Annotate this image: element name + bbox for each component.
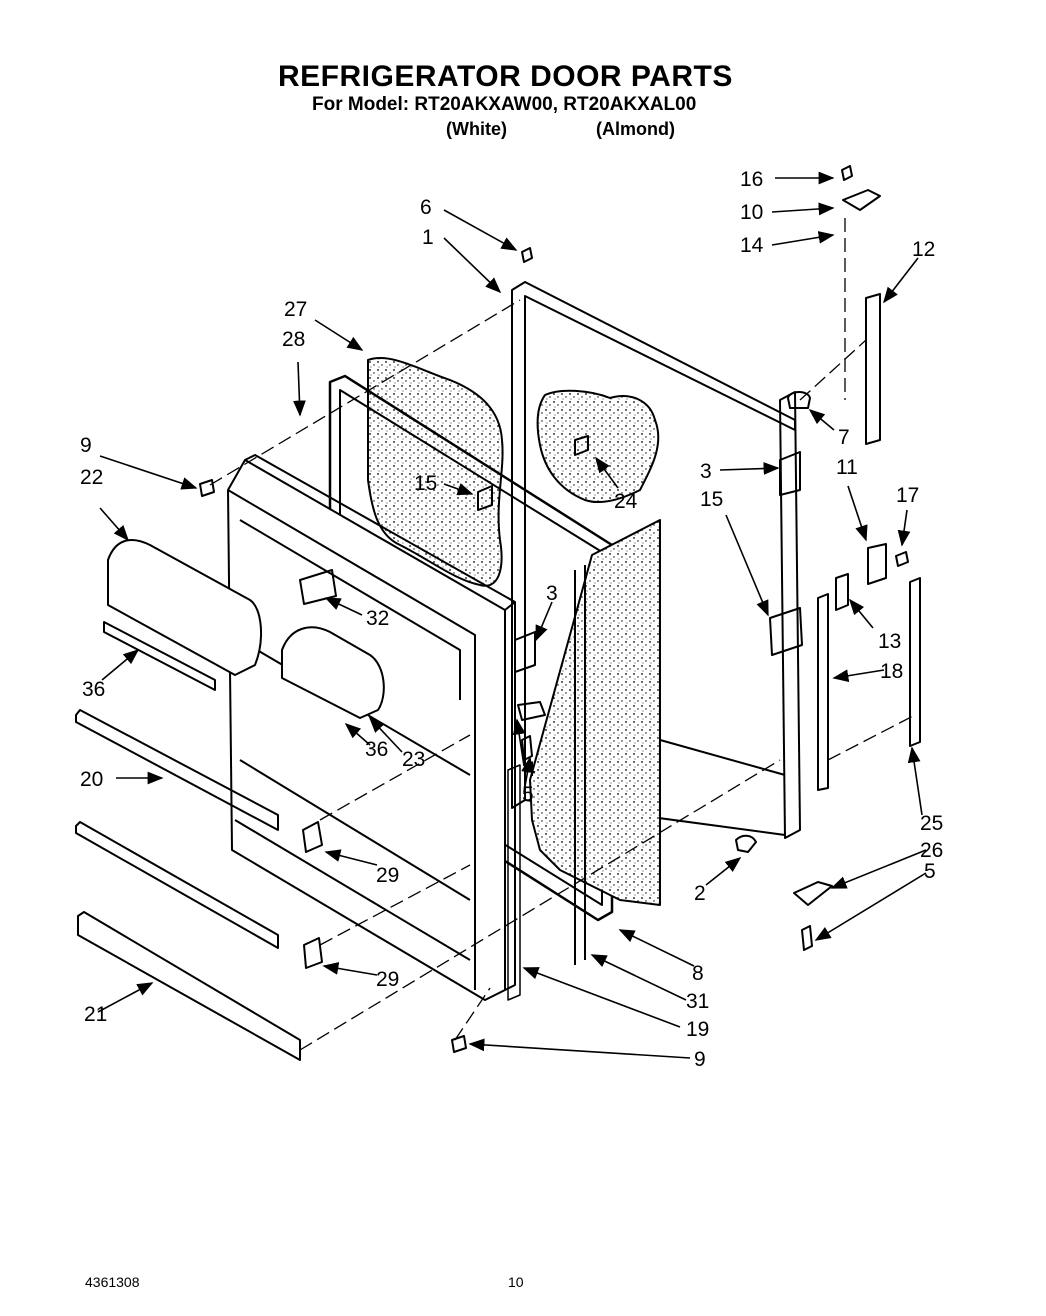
hinge-11 (867, 543, 887, 585)
model-numbers: RT20AKXAW00, RT20AKXAL00 (414, 94, 697, 115)
callout-label: 9 (80, 434, 92, 457)
screw-16 (841, 165, 853, 181)
callout-label: 25 (920, 812, 943, 835)
screw-9-top (199, 479, 215, 497)
callout-label: 14 (740, 234, 764, 257)
callout-label: 31 (686, 990, 709, 1013)
screw-5-right (801, 925, 813, 951)
callout-label: 29 (376, 864, 399, 887)
foam-panel-right (529, 519, 661, 906)
hinge-lower-26 (793, 881, 833, 906)
callout-label: 36 (82, 678, 105, 701)
callout-label: 12 (912, 238, 935, 261)
variant-almond: (Almond) (596, 119, 675, 139)
retainer-32 (299, 569, 337, 605)
callout-label: 28 (282, 328, 305, 351)
model-prefix: For Model: (312, 94, 410, 115)
screw-6 (521, 247, 533, 263)
doc-number: 4361308 (85, 1274, 140, 1290)
screw-5-center (521, 735, 533, 761)
callout-label: 3 (700, 460, 712, 483)
hinge-bar-12 (865, 293, 881, 445)
callout-label: 36 (365, 738, 388, 761)
callout-label: 7 (838, 426, 850, 449)
bracket-4 (517, 701, 546, 721)
callout-label: 21 (84, 1003, 107, 1026)
callout-label: 24 (614, 490, 638, 513)
bracket-3-center (514, 631, 536, 673)
hinge-top-10 (842, 189, 881, 211)
callout-label: 2 (694, 882, 706, 905)
callout-label: 18 (880, 660, 903, 683)
bracket-13 (835, 573, 849, 611)
foot-2 (735, 834, 757, 853)
strip-18 (817, 593, 829, 791)
page-title: REFRIGERATOR DOOR PARTS (278, 60, 733, 93)
callout-label: 5 (522, 783, 534, 806)
door-bin-23 (281, 626, 385, 719)
callout-label: 20 (80, 768, 103, 791)
trim-36 (103, 621, 216, 691)
callout-label: 19 (686, 1018, 709, 1041)
trim-20a (75, 709, 279, 831)
callout-label: 16 (740, 168, 763, 191)
page-number: 10 (508, 1274, 524, 1290)
clip-24 (574, 435, 589, 456)
callout-label: 3 (546, 582, 558, 605)
callout-label: 1 (422, 226, 434, 249)
variant-white: (White) (446, 119, 507, 139)
foam-blob-24 (536, 389, 660, 503)
callout-label: 17 (896, 484, 919, 507)
callout-label: 15 (414, 472, 437, 495)
retainer-29b (303, 937, 323, 969)
door-bin-22 (107, 539, 262, 676)
bracket-3-right (779, 451, 801, 496)
callout-label: 5 (924, 860, 936, 883)
callout-label: 11 (836, 456, 858, 479)
hinge-pin-7 (787, 391, 811, 409)
callout-label: 29 (376, 968, 399, 991)
screw-9-bottom (451, 1035, 467, 1053)
callout-label: 9 (694, 1048, 706, 1071)
trim-21 (77, 911, 301, 1061)
callout-label: 10 (740, 201, 763, 224)
strip-25 (909, 577, 921, 747)
retainer-29a (302, 821, 323, 853)
insulation-27 (367, 357, 504, 587)
callout-label: 6 (420, 196, 432, 219)
breaker-strip-19 (507, 764, 521, 1001)
callout-label: 32 (366, 607, 389, 630)
callout-label: 8 (692, 962, 704, 985)
screw-17 (895, 551, 909, 567)
bracket-15-center (477, 485, 493, 511)
callout-label: 26 (920, 839, 943, 862)
callout-label: 23 (402, 748, 425, 771)
callout-label: 4 (524, 758, 536, 781)
model-line: For Model: RT20AKXAW00, RT20AKXAL00 (312, 94, 696, 116)
callout-label: 22 (80, 466, 103, 489)
trim-20b (75, 821, 279, 949)
callout-label: 15 (700, 488, 723, 511)
callout-label: 27 (284, 298, 307, 321)
bracket-15-right (769, 607, 803, 656)
callout-label: 13 (878, 630, 901, 653)
